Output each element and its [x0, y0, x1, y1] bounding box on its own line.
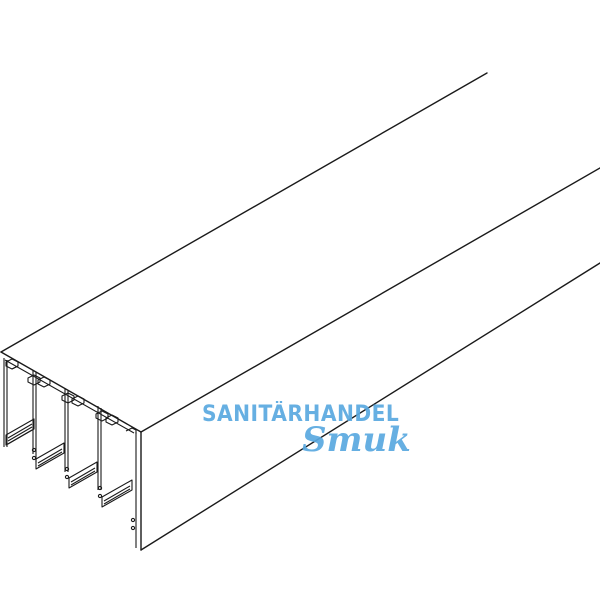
channel-3 [61, 392, 102, 490]
side-bottom-edge [140, 262, 600, 551]
channel-4 [95, 410, 137, 548]
channel-1 [3, 358, 37, 454]
top-back-edge [0, 72, 488, 353]
top-front-edge [140, 167, 600, 433]
front-top-edge [0, 351, 142, 433]
cross-section [3, 358, 137, 548]
